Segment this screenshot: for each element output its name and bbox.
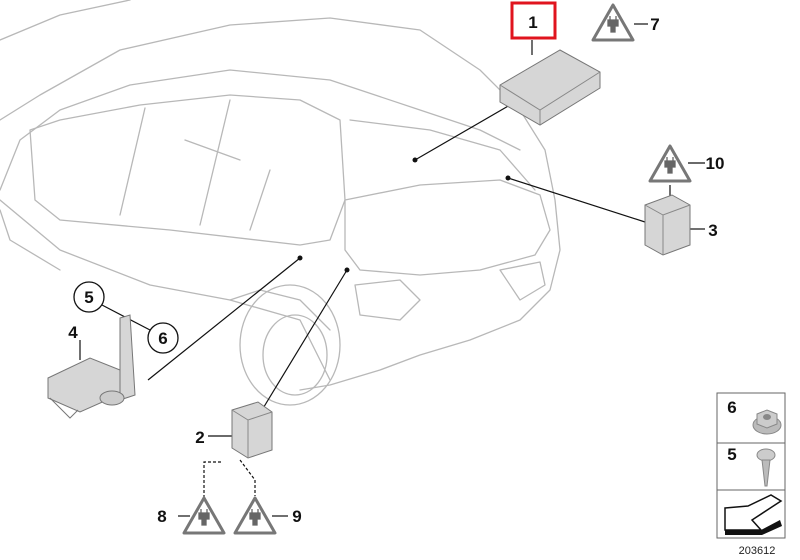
legend-number-5: 5	[727, 445, 736, 464]
module-part-2[interactable]	[231, 401, 273, 459]
diagram-number: 203612	[739, 545, 776, 557]
callout-2[interactable]: 2	[195, 428, 204, 447]
control-module-part-1[interactable]	[499, 49, 601, 126]
module-part-4[interactable]	[47, 314, 136, 419]
callout-10[interactable]: 10	[706, 154, 725, 173]
callout-8[interactable]: 8	[157, 507, 166, 526]
plug-connector-icon	[233, 496, 277, 535]
highlight-box	[510, 1, 557, 40]
callout-9[interactable]: 9	[292, 507, 301, 526]
callout-5[interactable]: 5	[84, 288, 93, 307]
callout-3[interactable]: 3	[708, 221, 717, 240]
plug-connector-icon	[591, 3, 635, 42]
plug-connector-icon	[648, 144, 692, 183]
leader-lines	[79, 23, 705, 517]
legend-number-6: 6	[727, 398, 736, 417]
callout-6[interactable]: 6	[158, 329, 167, 348]
callout-4[interactable]: 4	[68, 323, 78, 342]
hardware-legend: 6 5	[716, 392, 786, 539]
module-part-3[interactable]	[644, 194, 691, 256]
hex-nut-icon	[752, 409, 782, 435]
vehicle-outline	[0, 0, 561, 406]
callout-1[interactable]: 1	[528, 13, 537, 32]
plug-connector-icon	[182, 496, 226, 535]
arrow-direction-icon	[724, 494, 783, 535]
screw-icon	[756, 448, 776, 487]
callout-7[interactable]: 7	[650, 15, 659, 34]
